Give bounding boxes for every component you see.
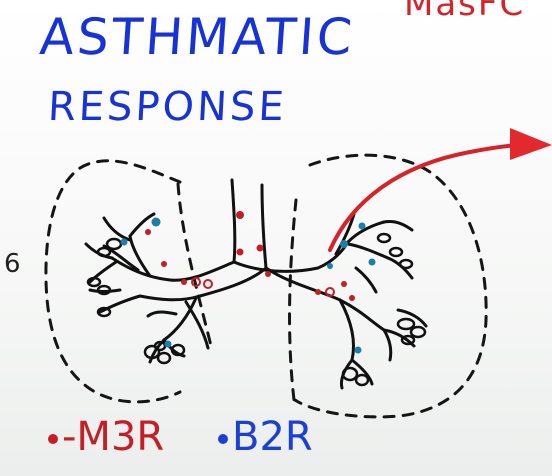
b2r-legend-label: B2R [232, 414, 313, 460]
m3r-receptor-dots [145, 211, 355, 301]
right-lung-outline [295, 155, 486, 417]
bronchial-tree [86, 214, 426, 388]
left-lung-outline [46, 161, 180, 402]
trachea [232, 180, 266, 268]
legend: -M3R B2R [42, 412, 362, 472]
right-lung-inner-edge [290, 200, 296, 400]
m3r-legend-dot [48, 434, 58, 444]
b2r-legend-dot [218, 434, 228, 444]
left-lung-inner-edge [178, 184, 212, 350]
side-mark: 6 [4, 249, 21, 279]
lung-outline-icon [46, 155, 486, 417]
m3r-legend-label: -M3R [62, 414, 164, 460]
